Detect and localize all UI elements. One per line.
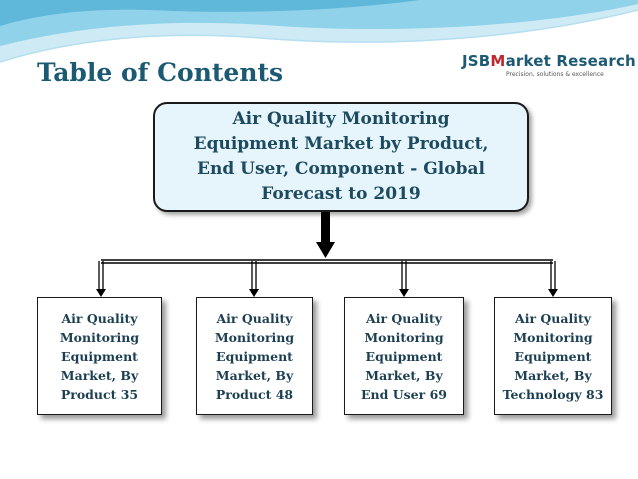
child-line: Market, By [215,366,294,385]
child-node-end-user-69: Air Quality Monitoring Equipment Market,… [344,297,464,415]
child-line: Equipment [215,347,294,366]
child-node-product-48: Air Quality Monitoring Equipment Market,… [196,297,313,415]
child-node-technology-83: Air Quality Monitoring Equipment Market,… [494,297,612,415]
child-line: Equipment [60,347,139,366]
child-line: Technology 83 [503,385,604,404]
child-line: Market, By [60,366,139,385]
child-line: Product 35 [60,385,139,404]
child-line: Monitoring [60,328,139,347]
child-node-label: Air Quality Monitoring Equipment Market,… [503,309,604,404]
child-line: Air Quality [215,309,294,328]
horizontal-connector [101,260,553,263]
child-node-label: Air Quality Monitoring Equipment Market,… [361,309,447,404]
child-line: Monitoring [361,328,447,347]
child-line: Equipment [503,347,604,366]
child-line: Air Quality [361,309,447,328]
child-node-product-35: Air Quality Monitoring Equipment Market,… [37,297,162,415]
child-node-label: Air Quality Monitoring Equipment Market,… [215,309,294,404]
child-line: Product 48 [215,385,294,404]
child-node-label: Air Quality Monitoring Equipment Market,… [60,309,139,404]
child-line: Monitoring [503,328,604,347]
child-line: End User 69 [361,385,447,404]
child-line: Market, By [361,366,447,385]
down-arrow-icon [316,212,335,258]
child-line: Market, By [503,366,604,385]
branch-arrows [96,261,558,297]
child-line: Monitoring [215,328,294,347]
child-line: Equipment [361,347,447,366]
child-line: Air Quality [503,309,604,328]
child-line: Air Quality [60,309,139,328]
